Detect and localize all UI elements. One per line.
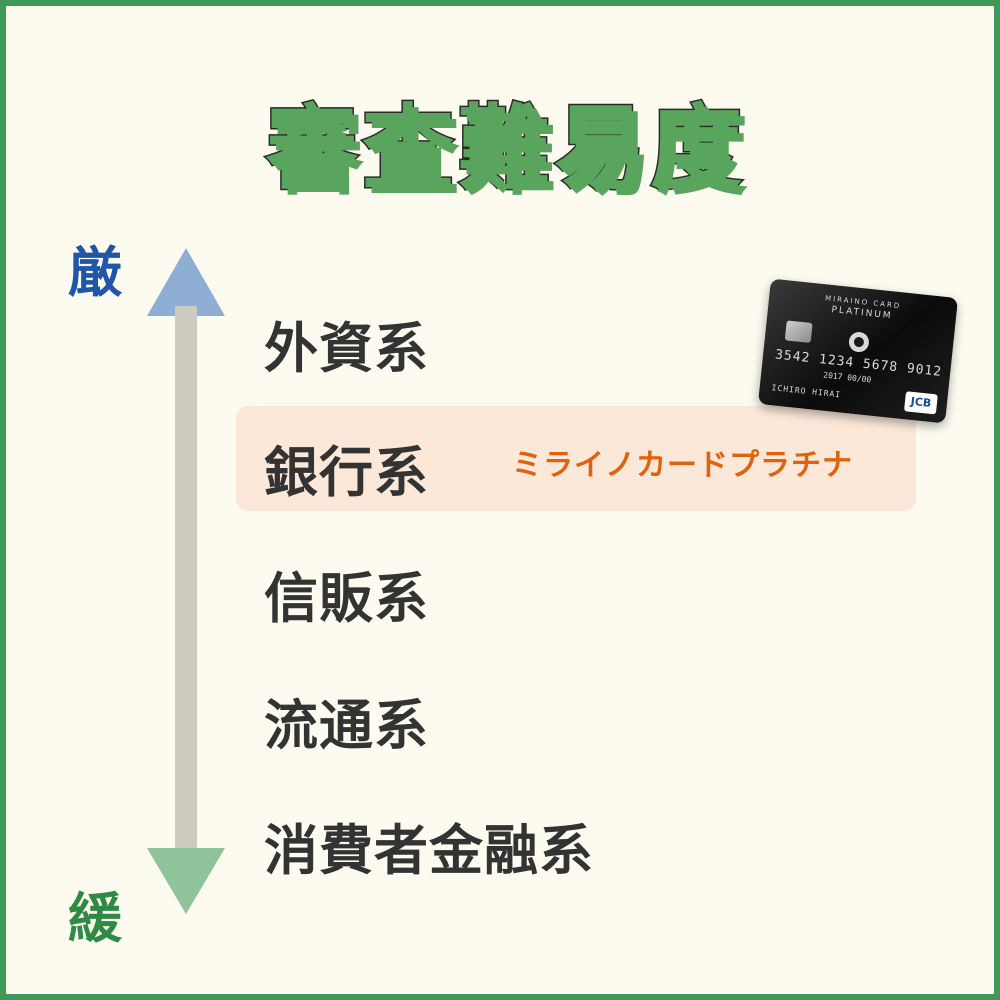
category-shinpan: 信販系: [264, 567, 429, 630]
highlight-band: [236, 406, 916, 511]
card-holder: ICHIRO HIRAI: [771, 383, 842, 400]
category-ginko: 銀行系: [264, 441, 429, 504]
arrow-down-icon: [147, 848, 225, 914]
card-name-label: ミライノカードプラチナ: [512, 448, 853, 483]
page-title: 審査難易度: [264, 94, 746, 204]
axis-label-lenient: 緩: [68, 887, 122, 950]
category-shohisha-kinyu: 消費者金融系: [264, 819, 594, 882]
category-ryutsu: 流通系: [264, 694, 429, 757]
chip-icon: [784, 320, 813, 343]
difficulty-scale-shaft: [175, 306, 197, 866]
card-valid-date: 2017 00/00: [822, 370, 872, 385]
axis-label-strict: 厳: [68, 241, 122, 304]
card-emblem-icon: [847, 331, 870, 354]
jcb-logo-icon: JCB: [903, 391, 938, 415]
category-gaishi: 外資系: [264, 317, 429, 380]
credit-card-image: MIRAINO CARD PLATINUM 3542 1234 5678 901…: [757, 278, 959, 424]
arrow-up-icon: [147, 248, 225, 316]
